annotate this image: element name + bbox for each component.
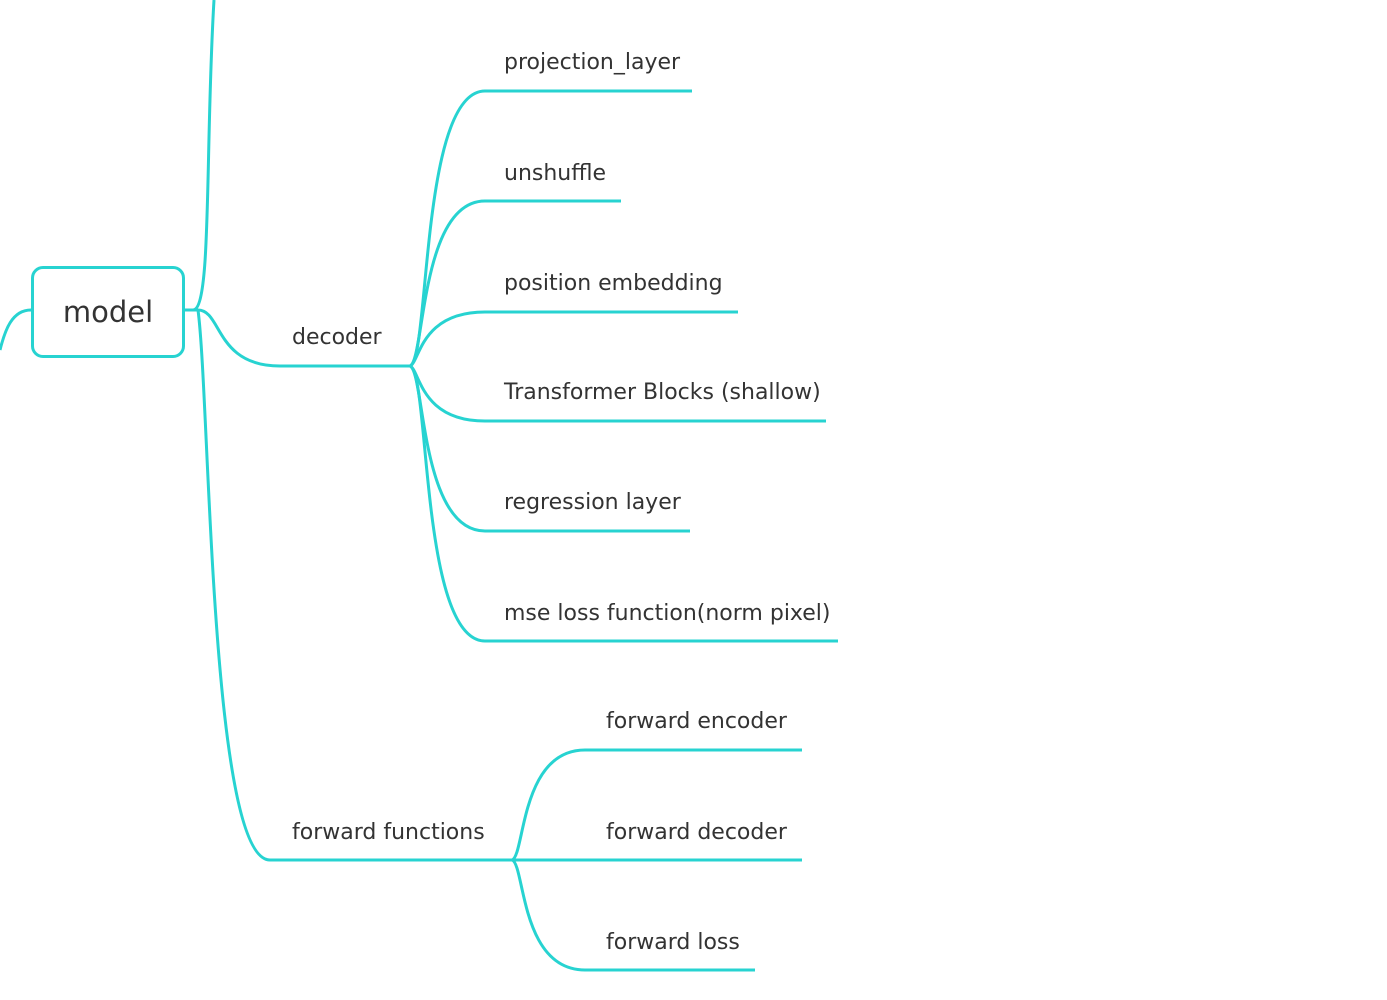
link-forward-to-encoder bbox=[511, 748, 802, 862]
link-decoder-to-projection-layer bbox=[408, 89, 692, 368]
forward-decoder-node[interactable]: forward decoder bbox=[606, 820, 787, 845]
projection-layer-node[interactable]: projection_layer bbox=[504, 50, 681, 75]
link-model-to-decoder bbox=[183, 308, 410, 368]
regression-layer-node[interactable]: regression layer bbox=[504, 490, 681, 515]
decoder-node[interactable]: decoder bbox=[292, 325, 382, 350]
link-model-to-forward-functions bbox=[196, 309, 512, 862]
link-decoder-to-position-embedding bbox=[409, 310, 738, 368]
mse-loss-function-node[interactable]: mse loss function(norm pixel) bbox=[504, 601, 831, 626]
model-node[interactable]: model bbox=[31, 266, 185, 358]
forward-encoder-node[interactable]: forward encoder bbox=[606, 709, 787, 734]
unshuffle-node[interactable]: unshuffle bbox=[504, 161, 607, 186]
forward-functions-node[interactable]: forward functions bbox=[292, 820, 485, 845]
link-parent-to-model bbox=[0, 308, 32, 351]
transformer-blocks-node[interactable]: Transformer Blocks (shallow) bbox=[504, 380, 821, 405]
link-decoder-to-mse-loss bbox=[408, 364, 838, 643]
position-embedding-node[interactable]: position embedding bbox=[504, 271, 723, 296]
link-forward-to-loss bbox=[511, 858, 755, 972]
model-node-label: model bbox=[62, 295, 154, 329]
link-model-to-offscreen-sibling bbox=[183, 0, 216, 312]
forward-loss-node[interactable]: forward loss bbox=[606, 930, 740, 955]
